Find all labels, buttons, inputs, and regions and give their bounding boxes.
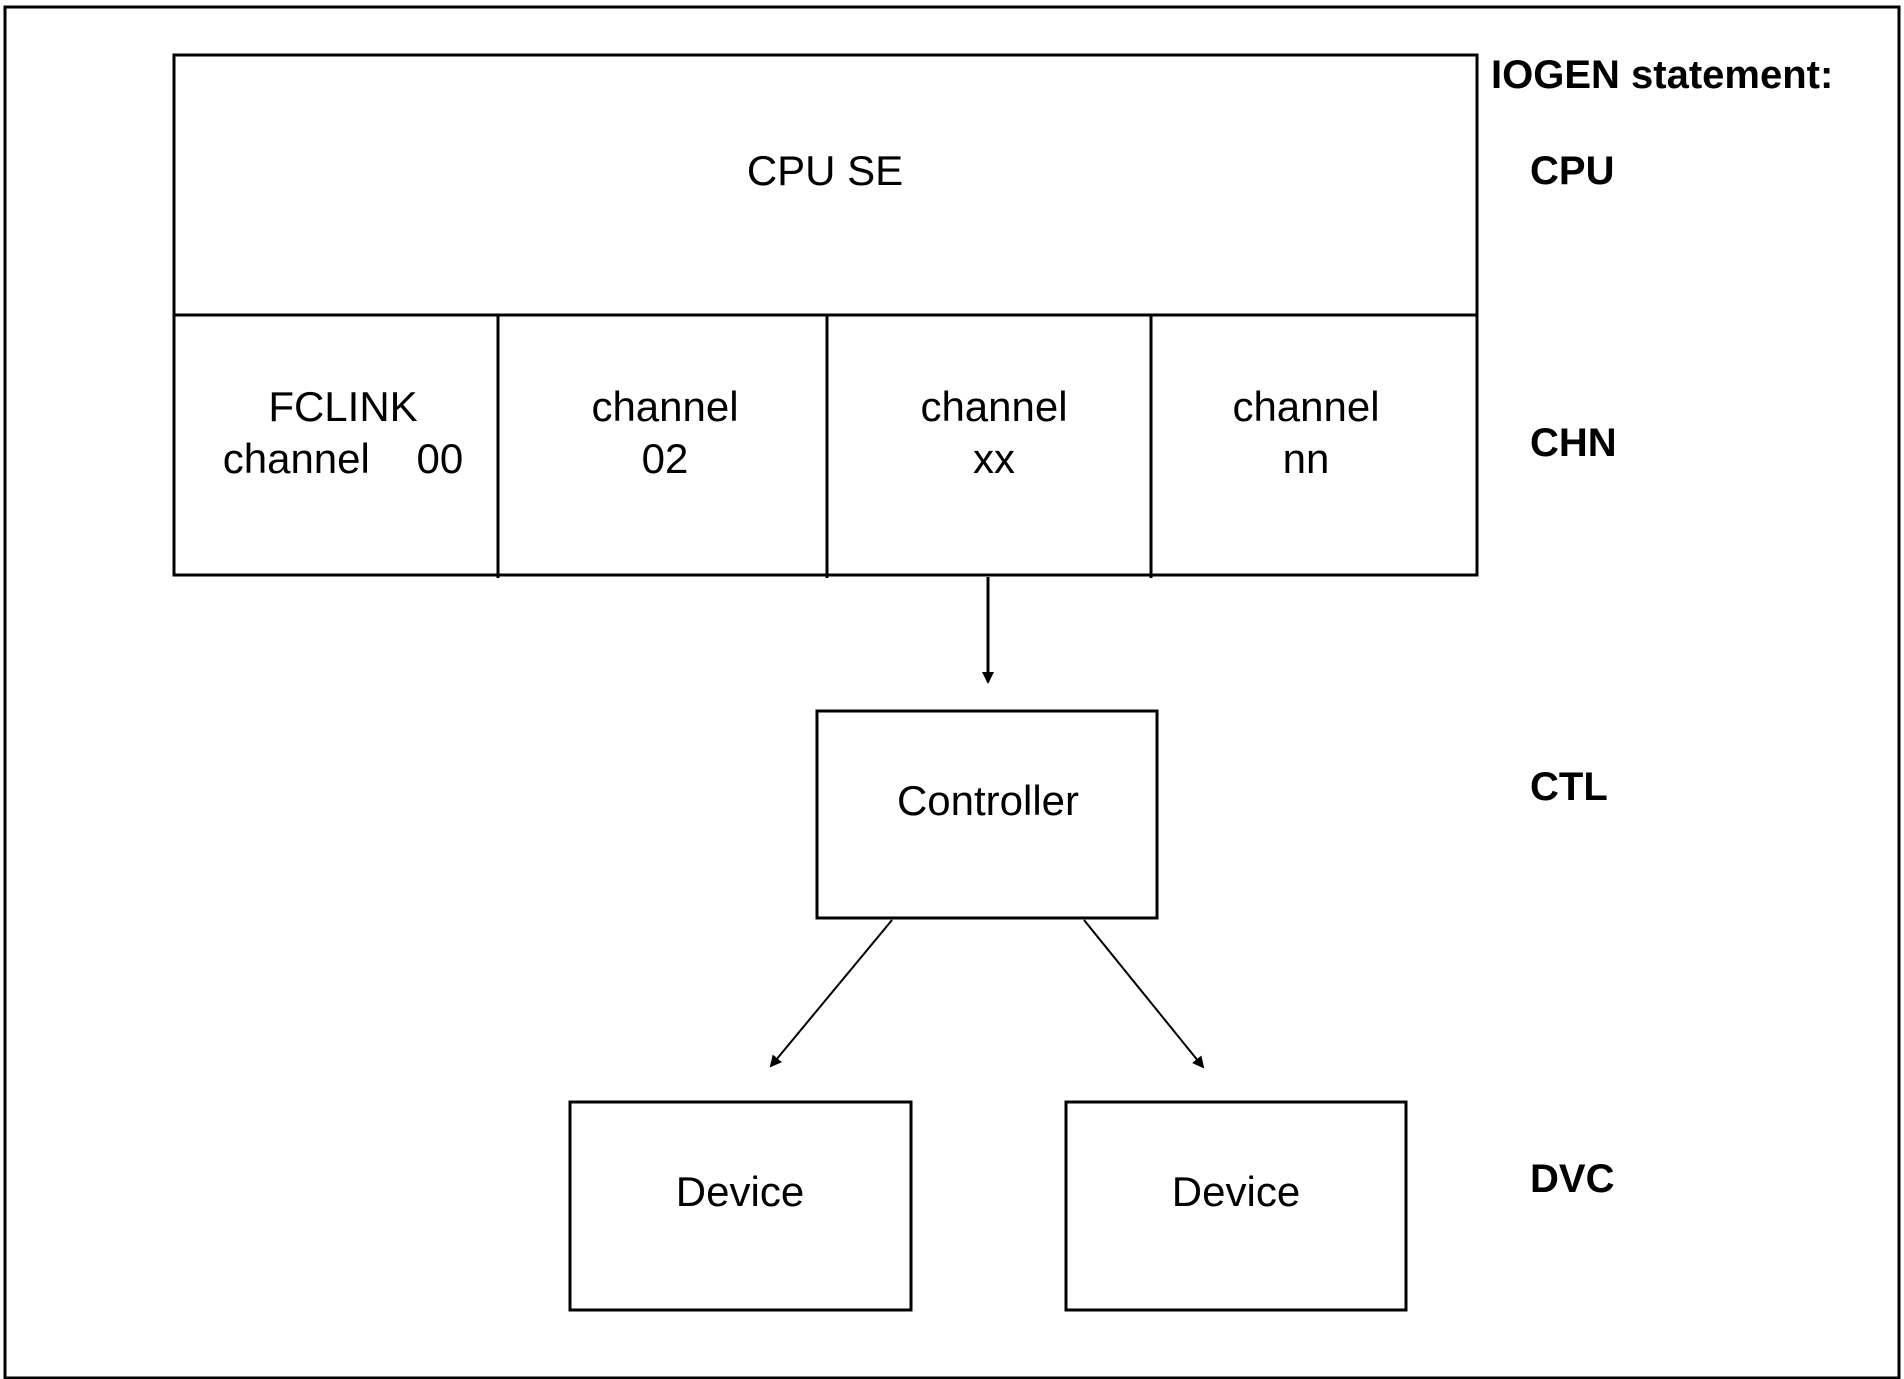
- device-box-right: Device: [1064, 1100, 1408, 1312]
- iogen-statement-heading: IOGEN statement:: [1491, 53, 1833, 97]
- channel-label-line2: 02: [642, 435, 689, 482]
- channel-cell-02: channel 02: [591, 383, 738, 482]
- channel-label-line1: channel: [1232, 383, 1379, 430]
- channel-cell-fclink: FCLINK channel 00: [223, 383, 464, 482]
- channel-label-line2: channel 00: [223, 435, 464, 482]
- level-label-dvc: DVC: [1530, 1157, 1614, 1201]
- level-label-ctl: CTL: [1530, 765, 1608, 809]
- cpu-box-label: CPU SE: [747, 147, 903, 194]
- controller-label: Controller: [897, 777, 1079, 824]
- channel-label-line1: channel: [920, 383, 1067, 430]
- cpu-box: CPU SE: [172, 53, 1479, 317]
- channel-row: FCLINK channel 00 channel 02 channel xx …: [172, 313, 1479, 578]
- channel-label-line1: channel: [591, 383, 738, 430]
- device-label: Device: [676, 1168, 804, 1215]
- arrow-controller-to-device-left: [769, 919, 893, 1068]
- level-label-cpu: CPU: [1530, 149, 1614, 193]
- channel-label-line1: FCLINK: [268, 383, 417, 430]
- channel-cell-xx: channel xx: [920, 383, 1067, 482]
- channel-label-line2: nn: [1283, 435, 1330, 482]
- device-box-left: Device: [568, 1100, 913, 1312]
- arrow-controller-to-device-right: [1083, 919, 1205, 1069]
- device-label: Device: [1172, 1168, 1300, 1215]
- channel-label-line2: xx: [973, 435, 1015, 482]
- outer-frame: [3, 5, 1901, 1379]
- channel-cell-nn: channel nn: [1232, 383, 1379, 482]
- level-label-chn: CHN: [1530, 421, 1617, 465]
- controller-box: Controller: [815, 709, 1159, 920]
